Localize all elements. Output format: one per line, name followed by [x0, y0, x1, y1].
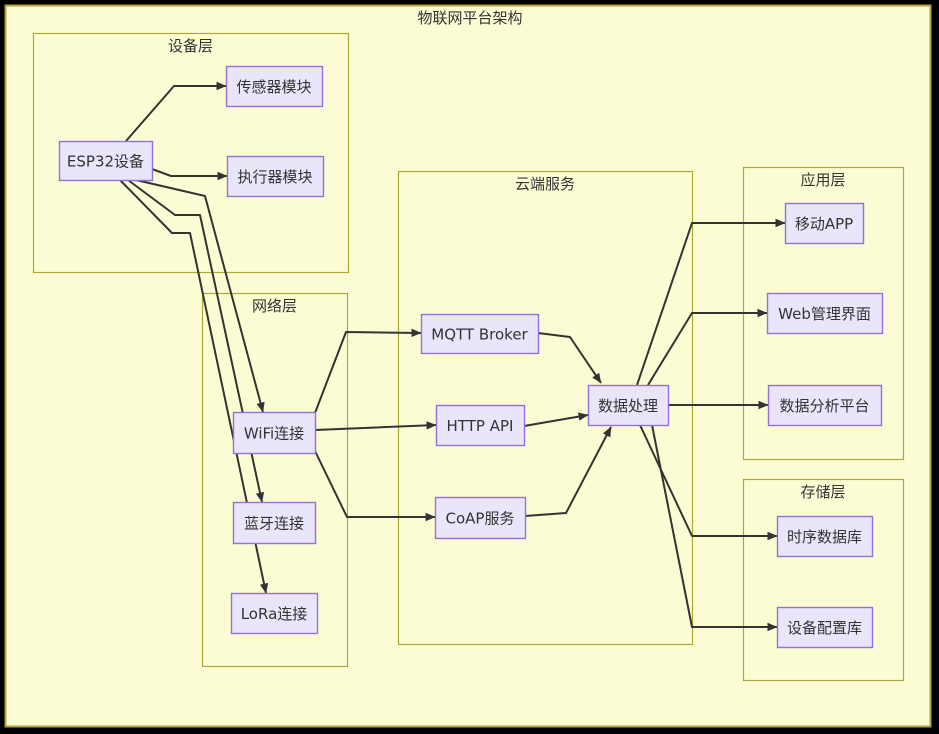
edge-esp32-to-wifi: [135, 179, 265, 413]
edge-esp32-to-sensor: [125, 81, 227, 142]
node-box: [232, 501, 317, 545]
node-coap[interactable]: CoAP服务: [434, 496, 527, 540]
group-box: [201, 292, 349, 668]
node-label-bluetooth: 蓝牙连接: [244, 515, 304, 533]
node-tsdb[interactable]: 时序数据库: [776, 515, 874, 558]
edge-layer: [119, 81, 786, 632]
edge-wifi-to-coap: [314, 450, 436, 522]
node-box: [766, 292, 884, 335]
node-lora[interactable]: LoRa连接: [230, 592, 319, 635]
group-box: [32, 32, 350, 274]
node-box: [232, 411, 317, 455]
edge-http-to-dataproc: [523, 412, 589, 427]
group-network: 网络层: [201, 292, 349, 668]
node-box: [776, 606, 874, 649]
node-box: [420, 313, 540, 355]
group-label-network: 网络层: [252, 297, 297, 315]
group-box: [397, 170, 694, 646]
node-configdb[interactable]: 设备配置库: [776, 606, 874, 649]
group-label-device: 设备层: [168, 37, 213, 55]
node-label-actuator: 执行器模块: [237, 168, 312, 186]
node-label-coap: CoAP服务: [446, 510, 515, 528]
node-box: [230, 592, 319, 635]
node-esp32[interactable]: ESP32设备: [58, 140, 154, 182]
group-label-app: 应用层: [800, 171, 845, 189]
node-label-tsdb: 时序数据库: [787, 528, 862, 546]
group-device: 设备层: [32, 32, 350, 274]
edge-esp32-to-lora: [119, 179, 269, 594]
group-label-cloud: 云端服务: [515, 175, 575, 193]
node-mobile[interactable]: 移动APP: [784, 202, 865, 245]
node-box: [225, 65, 324, 108]
node-wifi[interactable]: WiFi连接: [232, 411, 317, 455]
group-label-storage: 存储层: [800, 483, 845, 501]
edge-dataproc-to-mobile: [636, 218, 786, 386]
node-box: [587, 384, 670, 427]
node-dataproc[interactable]: 数据处理: [587, 384, 670, 427]
edge-mqtt-to-dataproc: [537, 332, 602, 384]
node-label-http: HTTP API: [447, 417, 514, 435]
node-box: [434, 496, 527, 540]
group-storage: 存储层: [742, 478, 905, 682]
node-box: [435, 404, 526, 447]
node-box: [784, 202, 865, 245]
node-box: [767, 384, 883, 427]
edge-coap-to-dataproc: [524, 426, 612, 517]
node-label-wifi: WiFi连接: [244, 425, 304, 443]
node-label-mobile: 移动APP: [795, 215, 853, 233]
node-analytics[interactable]: 数据分析平台: [767, 384, 883, 427]
node-label-sensor: 传感器模块: [236, 78, 311, 96]
edge-esp32-to-bluetooth: [127, 179, 265, 503]
node-label-mqtt: MQTT Broker: [431, 326, 528, 344]
node-box: [226, 155, 325, 198]
diagram-canvas: [4, 4, 932, 728]
node-sensor[interactable]: 传感器模块: [225, 65, 324, 108]
node-label-web: Web管理界面: [778, 305, 871, 323]
node-label-dataproc: 数据处理: [598, 397, 658, 415]
edge-dataproc-to-tsdb: [639, 424, 778, 541]
group-cloud: 云端服务: [397, 170, 694, 646]
diagram-title: 物联网平台架构: [417, 9, 522, 27]
node-label-analytics: 数据分析平台: [779, 397, 869, 415]
node-actuator[interactable]: 执行器模块: [226, 155, 325, 198]
node-label-lora: LoRa连接: [241, 605, 308, 623]
edge-wifi-to-http: [314, 421, 437, 431]
node-mqtt[interactable]: MQTT Broker: [420, 313, 540, 355]
edge-dataproc-to-configdb: [651, 424, 778, 632]
group-box: [742, 478, 905, 682]
node-box: [58, 140, 154, 182]
edge-dataproc-to-web: [647, 308, 768, 386]
edge-esp32-to-actuator: [151, 168, 228, 181]
node-web[interactable]: Web管理界面: [766, 292, 884, 335]
node-label-configdb: 设备配置库: [787, 619, 862, 637]
node-label-esp32: ESP32设备: [67, 153, 144, 171]
node-http[interactable]: HTTP API: [435, 404, 526, 447]
node-bluetooth[interactable]: 蓝牙连接: [232, 501, 317, 545]
node-box: [776, 515, 874, 558]
edge-wifi-to-mqtt: [314, 328, 422, 414]
